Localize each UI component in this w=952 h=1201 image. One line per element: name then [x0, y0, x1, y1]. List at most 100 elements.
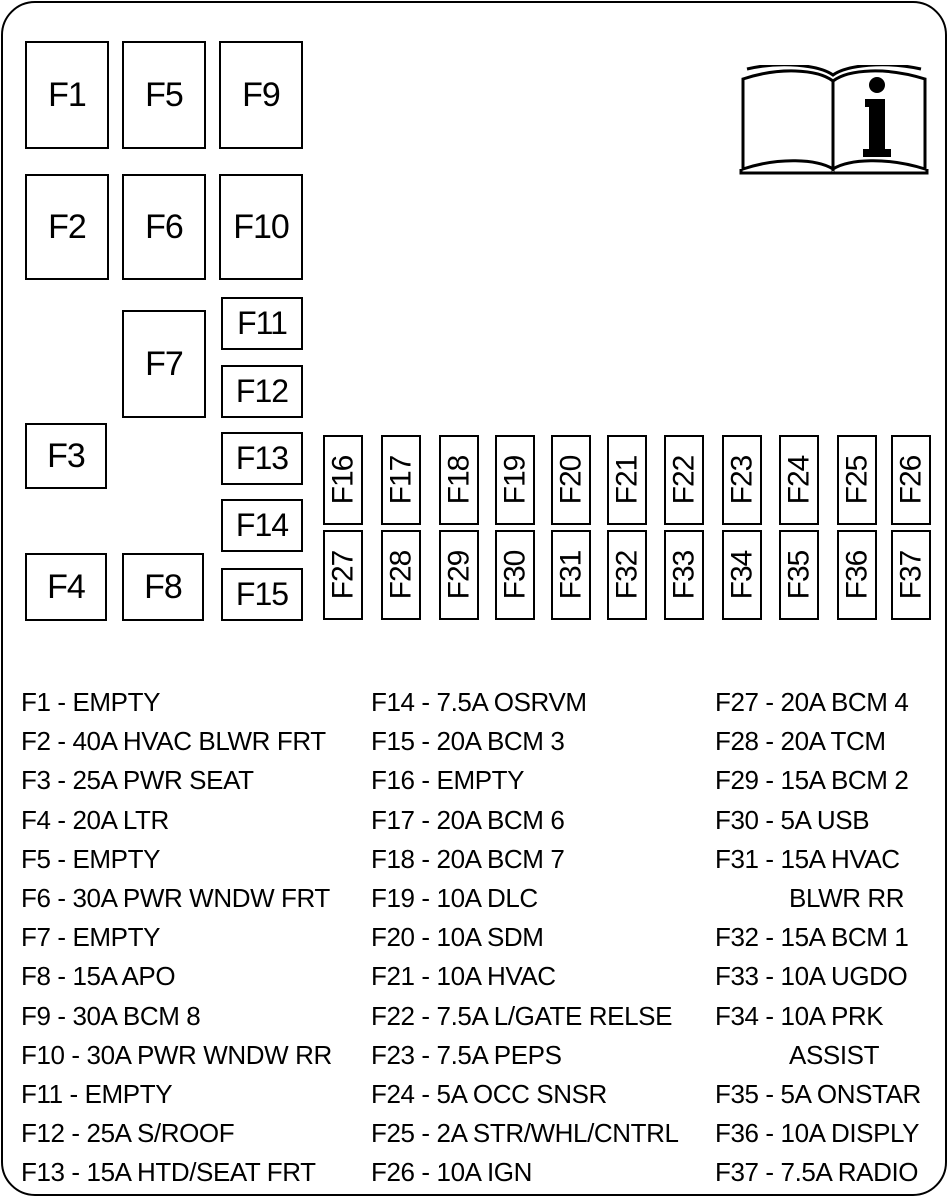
- legend-item: F9 - 30A BCM 8: [21, 1000, 201, 1031]
- fuse-label: F29: [442, 550, 476, 600]
- fuse-label: F33: [667, 550, 701, 600]
- legend-item: F27 - 20A BCM 4: [715, 687, 909, 717]
- legend-item: F13 - 15A HTD/SEAT FRT: [21, 1157, 316, 1188]
- fuse-label: F27: [326, 550, 360, 600]
- legend-item: F31 - 15A HVAC: [715, 843, 900, 874]
- legend-item: F12 - 25A S/ROOF: [21, 1118, 235, 1149]
- fuse-label: F1: [48, 75, 87, 114]
- legend-item: F28 - 20A TCM: [715, 726, 886, 757]
- fuse-label: F37: [894, 550, 928, 600]
- legend-item: F24 - 5A OCC SNSR: [371, 1078, 607, 1109]
- legend-column-1: F1 - EMPTY F2 - 40A HVAC BLWR FRT F3 - 2…: [21, 683, 332, 1192]
- fuse-label: F16: [326, 455, 360, 505]
- legend-item: F5 - EMPTY: [21, 843, 161, 874]
- fuse-f25: F25: [837, 435, 877, 525]
- fuse-label: F26: [894, 455, 928, 505]
- fuse-label: F7: [145, 344, 184, 383]
- fuse-label: F23: [725, 455, 759, 505]
- fuse-f19: F19: [495, 435, 535, 525]
- legend-item: F35 - 5A ONSTAR: [715, 1078, 921, 1109]
- fuse-label: F20: [554, 455, 588, 505]
- legend-item: F32 - 15A BCM 1: [715, 922, 909, 953]
- book-info-icon: [739, 65, 929, 175]
- legend-column-2: F14 - 7.5A OSRVM F15 - 20A BCM 3 F16 - E…: [371, 683, 679, 1192]
- fuse-f12: F12: [221, 365, 303, 418]
- legend-item: F10 - 30A PWR WNDW RR: [21, 1039, 332, 1070]
- legend-item: F29 - 15A BCM 2: [715, 765, 909, 796]
- fuse-label: F30: [498, 550, 532, 600]
- fuse-label: F24: [782, 455, 816, 505]
- legend-item: F33 - 10A UGDO: [715, 961, 908, 992]
- fuse-label: F34: [725, 550, 759, 600]
- legend-item: F18 - 20A BCM 7: [371, 843, 565, 874]
- fuse-f11: F11: [221, 297, 303, 350]
- legend-item: F11 - EMPTY: [21, 1078, 173, 1109]
- legend-item: F6 - 30A PWR WNDW FRT: [21, 882, 330, 913]
- fuse-f24: F24: [779, 435, 819, 525]
- fuse-f5: F5: [122, 41, 206, 149]
- fuse-f4: F4: [25, 553, 107, 621]
- fuse-f21: F21: [607, 435, 647, 525]
- fuse-f7: F7: [122, 310, 206, 418]
- legend-item: F14 - 7.5A OSRVM: [371, 687, 587, 717]
- fuse-label: F5: [145, 75, 184, 114]
- legend-item: F1 - EMPTY: [21, 687, 161, 717]
- legend-item-continuation: ASSIST: [789, 1039, 880, 1070]
- fuse-f6: F6: [122, 174, 206, 280]
- fuse-label: F8: [144, 567, 183, 606]
- fuse-label: F2: [48, 207, 87, 246]
- fuse-f37: F37: [891, 530, 931, 620]
- fuse-label: F9: [242, 75, 281, 114]
- legend-item: F8 - 15A APO: [21, 961, 176, 992]
- fuse-label: F31: [554, 550, 588, 600]
- legend-item: F19 - 10A DLC: [371, 882, 538, 913]
- legend-item: F25 - 2A STR/WHL/CNTRL: [371, 1118, 679, 1149]
- fuse-f27: F27: [323, 530, 363, 620]
- fuse-label: F35: [782, 550, 816, 600]
- legend-item: F36 - 10A DISPLY: [715, 1118, 920, 1149]
- legend-item: F21 - 10A HVAC: [371, 961, 556, 992]
- fuse-label: F13: [235, 440, 289, 476]
- fuse-label: F12: [235, 373, 289, 409]
- fuse-label: F32: [610, 550, 644, 600]
- legend-item: F22 - 7.5A L/GATE RELSE: [371, 1000, 673, 1031]
- legend-item: F20 - 10A SDM: [371, 922, 544, 953]
- legend-item: F30 - 5A USB: [715, 804, 870, 835]
- fuse-f18: F18: [439, 435, 479, 525]
- fuse-f26: F26: [891, 435, 931, 525]
- fuse-label: F3: [47, 436, 86, 475]
- fuse-f13: F13: [221, 432, 303, 485]
- fuse-f34: F34: [722, 530, 762, 620]
- fuse-f10: F10: [219, 174, 303, 280]
- fuse-label: F21: [610, 455, 644, 505]
- legend-column-3: F27 - 20A BCM 4 F28 - 20A TCM F29 - 15A …: [715, 683, 921, 1192]
- legend-item: F3 - 25A PWR SEAT: [21, 765, 254, 796]
- fuse-label: F6: [145, 207, 184, 246]
- fuse-f20: F20: [551, 435, 591, 525]
- fuse-label: F15: [235, 576, 289, 612]
- fuse-f8: F8: [122, 553, 204, 621]
- fuse-f14: F14: [221, 499, 303, 552]
- legend-item: F2 - 40A HVAC BLWR FRT: [21, 726, 326, 757]
- legend-item: F37 - 7.5A RADIO: [715, 1157, 919, 1188]
- fuse-label: F22: [667, 455, 701, 505]
- legend-item: F34 - 10A PRK: [715, 1000, 884, 1031]
- fuse-f22: F22: [664, 435, 704, 525]
- fuse-label: F17: [384, 455, 418, 505]
- fuse-label: F36: [840, 550, 874, 600]
- legend-item: F7 - EMPTY: [21, 922, 161, 953]
- fuse-label: F14: [235, 507, 289, 543]
- fuse-f2: F2: [25, 174, 109, 280]
- fuse-f9: F9: [219, 41, 303, 149]
- legend-item: F17 - 20A BCM 6: [371, 804, 565, 835]
- fuse-f1: F1: [25, 41, 109, 149]
- fuse-f35: F35: [779, 530, 819, 620]
- legend-item: F23 - 7.5A PEPS: [371, 1039, 562, 1070]
- fuse-f17: F17: [381, 435, 421, 525]
- fuse-label: F10: [233, 207, 290, 246]
- fuse-f31: F31: [551, 530, 591, 620]
- fuse-f36: F36: [837, 530, 877, 620]
- fuse-label: F28: [384, 550, 418, 600]
- legend-item: F16 - EMPTY: [371, 765, 525, 796]
